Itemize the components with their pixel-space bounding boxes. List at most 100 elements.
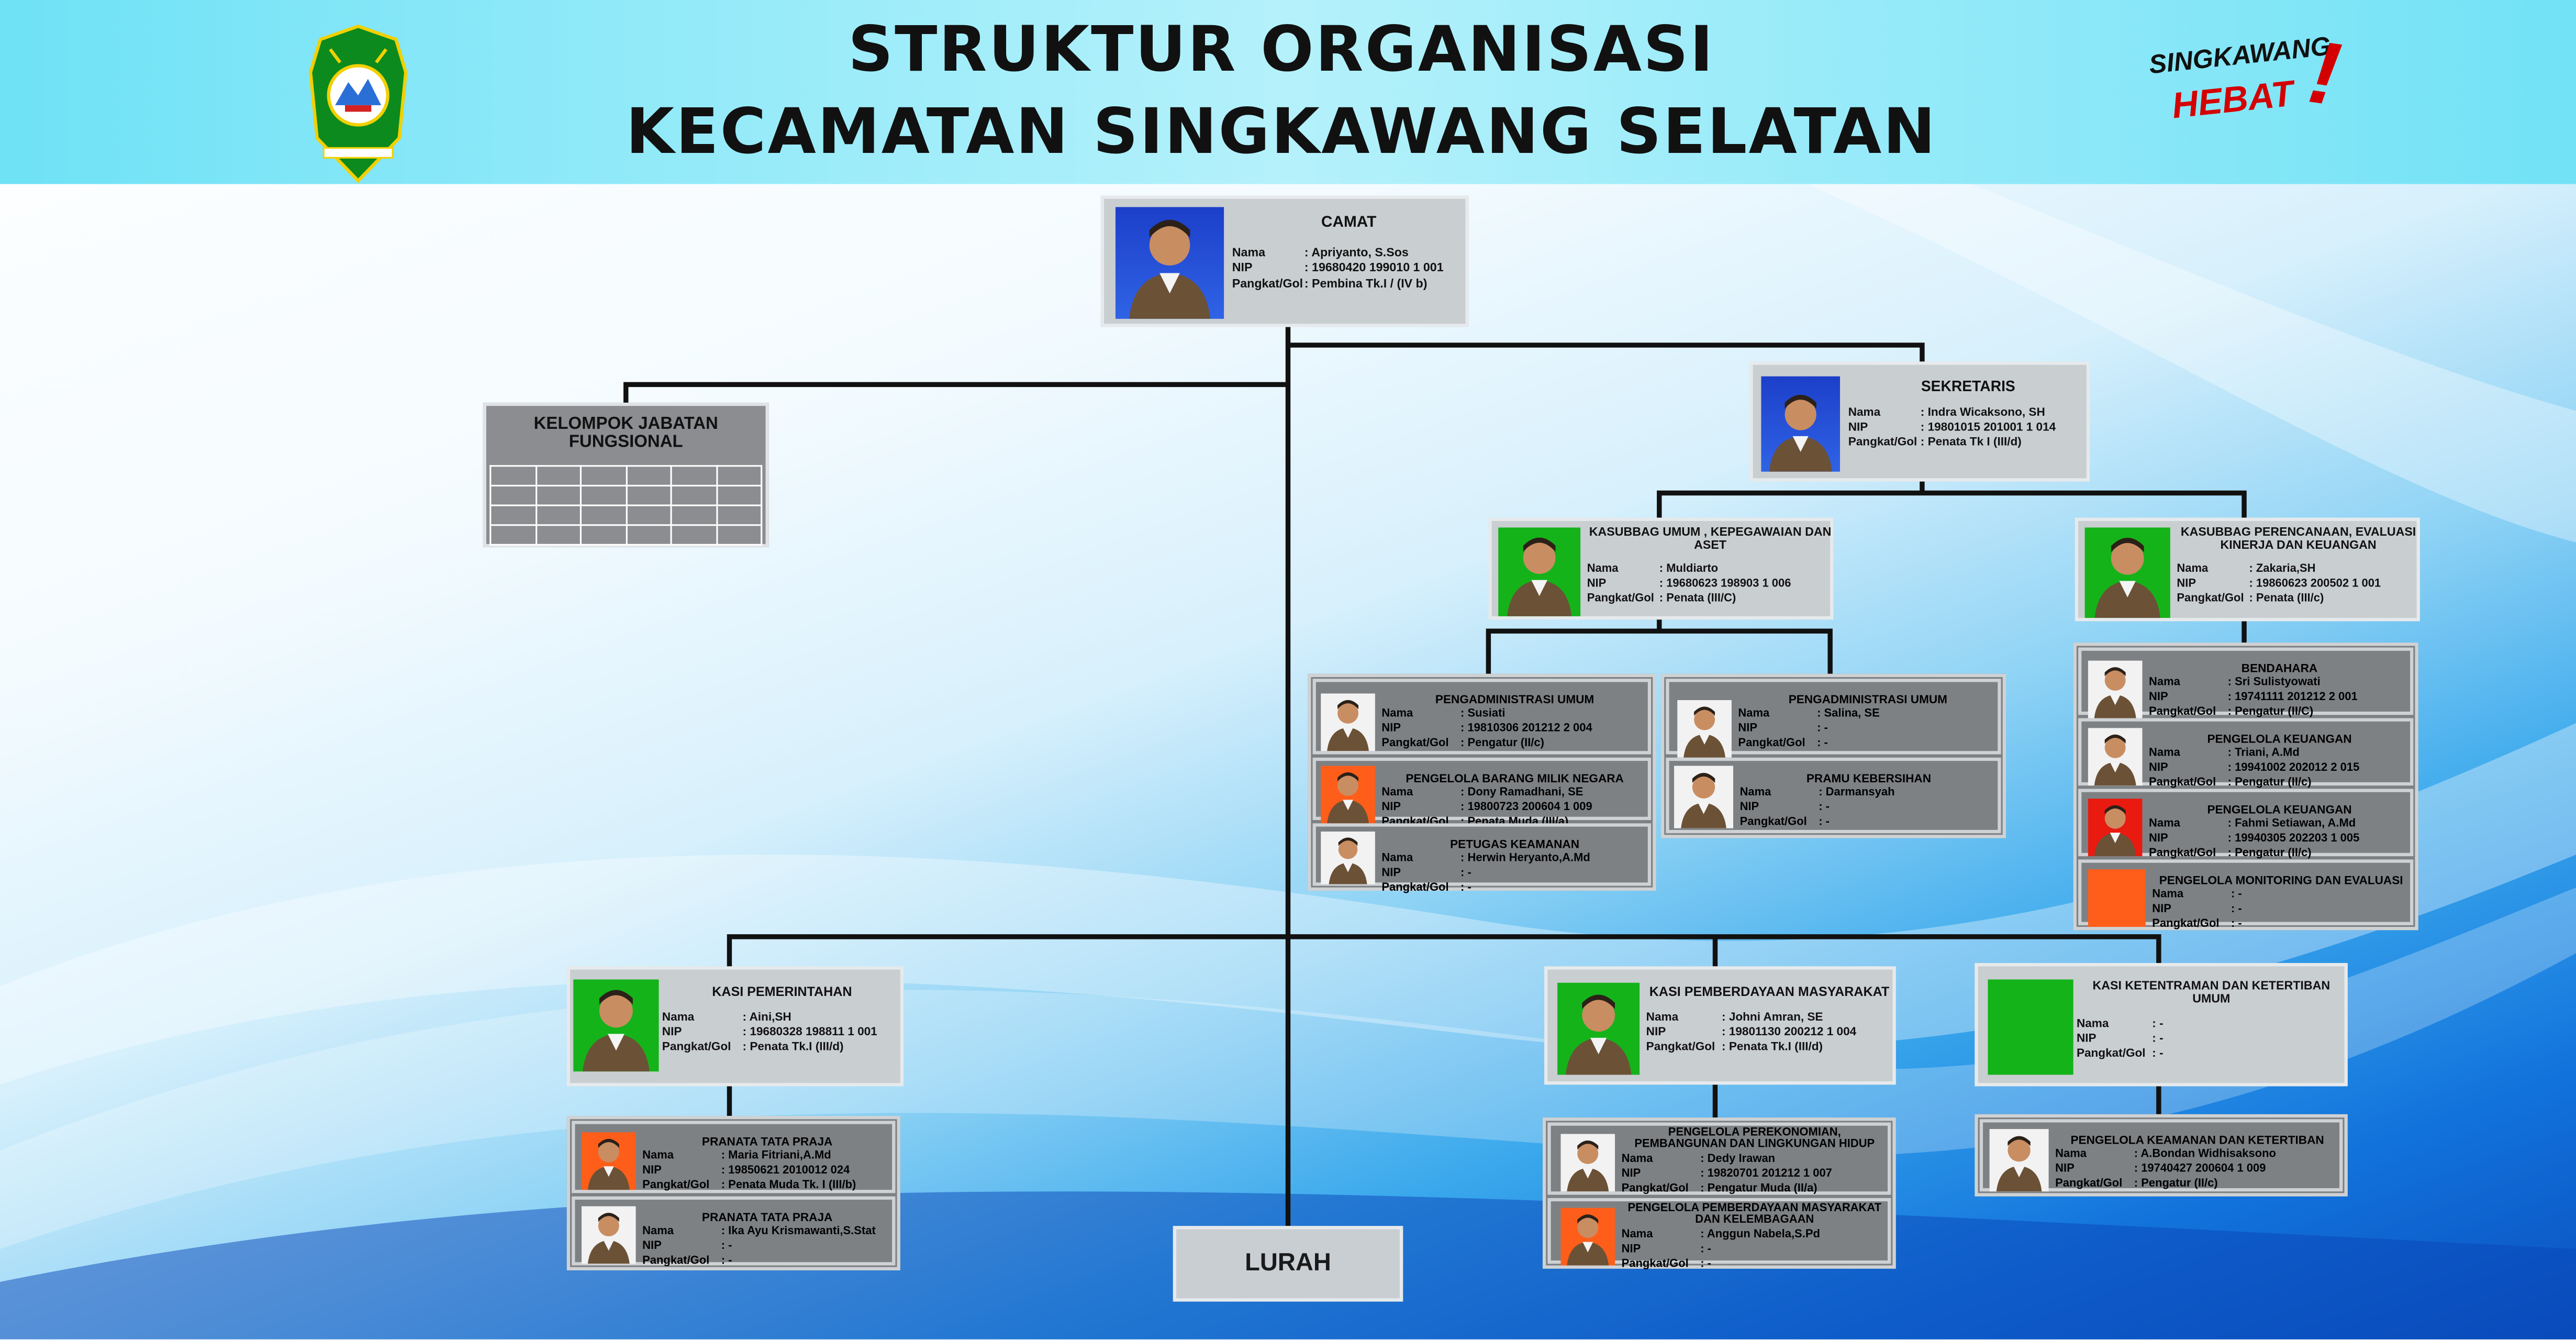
detail-value: : Penata Muda Tk. I (III/b) bbox=[721, 1179, 856, 1191]
person-photo bbox=[581, 1132, 636, 1190]
detail-row-nip: NIP: 19680420 199010 1 001 bbox=[1232, 260, 1444, 275]
detail-row-pangkat: Pangkat/Gol: Pengatur (II/c) bbox=[2149, 847, 2359, 861]
position-title: BENDAHARA bbox=[2241, 660, 2318, 675]
detail-row-nama: Nama: Dedy Irawan bbox=[1622, 1154, 1832, 1168]
lurah-box: LURAH bbox=[1173, 1226, 1403, 1302]
detail-label: NIP bbox=[2149, 762, 2168, 774]
detail-row-nip: NIP: - bbox=[1381, 867, 1590, 881]
detail-value: : Pengatur (II/c) bbox=[2134, 1177, 2218, 1189]
detail-row-nama: Nama: Aini,SH bbox=[662, 1009, 877, 1024]
detail-row-nip: NIP: - bbox=[642, 1241, 876, 1255]
detail-value: : Penata Tk.I (III/d) bbox=[1722, 1038, 1823, 1054]
detail-label: Nama bbox=[1621, 1229, 1653, 1241]
detail-row-nip: NIP: - bbox=[1738, 723, 1879, 737]
detail-label: Nama bbox=[1587, 563, 1619, 575]
detail-row-nama: Nama: Herwin Heryanto,A.Md bbox=[1381, 853, 1590, 867]
person-photo bbox=[1321, 766, 1375, 824]
kasubbag-perencanaan-box: KASUBBAG PERENCANAAN, EVALUASI KINERJA D… bbox=[2075, 517, 2420, 622]
position-title: KASI PEMERINTAHAN bbox=[712, 984, 852, 1000]
detail-label: NIP bbox=[1381, 867, 1401, 879]
page-title-line1: STRUKTUR ORGANISASI bbox=[848, 13, 1715, 86]
detail-row-nama: Nama: Apriyanto, S.Sos bbox=[1232, 245, 1444, 260]
detail-row-nip: NIP: 19860623 200502 1 001 bbox=[2177, 578, 2381, 592]
detail-value: : Fahmi Setiawan, A.Md bbox=[2227, 818, 2356, 830]
detail-label: NIP bbox=[1738, 723, 1758, 735]
detail-label: Pangkat/Gol bbox=[2149, 705, 2216, 717]
detail-value: : - bbox=[1817, 737, 1828, 749]
person-photo-icon bbox=[1565, 994, 1632, 1075]
position-title: PENGELOLA MONITORING DAN EVALUASI bbox=[2159, 872, 2403, 888]
person-photo-icon bbox=[1683, 706, 1726, 758]
person-photo-icon bbox=[2094, 805, 2136, 857]
position-title: PRANATA TATA PRAJA bbox=[701, 1134, 833, 1149]
detail-row-nip: NIP: 19741111 201212 2 001 bbox=[2149, 691, 2358, 705]
detail-value: : Muldiarto bbox=[1659, 563, 1719, 575]
person-photo-icon bbox=[1507, 537, 1572, 616]
detail-label: Pangkat/Gol bbox=[642, 1255, 710, 1267]
person-photo-icon bbox=[1681, 773, 1726, 828]
detail-row-nip: NIP: 19801015 201001 1 014 bbox=[1848, 419, 2056, 434]
position-title: PENGELOLA KEAMANAN DAN KETERTIBAN bbox=[2070, 1132, 2324, 1147]
detail-label: Pangkat/Gol bbox=[1646, 1038, 1715, 1054]
detail-label: Pangkat/Gol bbox=[1587, 592, 1654, 604]
detail-label: Pangkat/Gol bbox=[1848, 434, 1917, 449]
detail-row-nip: NIP: - bbox=[2077, 1031, 2164, 1045]
detail-label: Pangkat/Gol bbox=[1621, 1182, 1689, 1194]
detail-row-pangkat: Pangkat/Gol: - bbox=[642, 1255, 876, 1269]
detail-row-nip: NIP: - bbox=[1622, 1244, 1820, 1258]
empty-photo-placeholder bbox=[1988, 979, 2073, 1075]
detail-row-pangkat: Pangkat/Gol: Penata (III/c) bbox=[2177, 592, 2381, 606]
detail-value: : - bbox=[2231, 903, 2242, 915]
position-title: SEKRETARIS bbox=[1921, 378, 2015, 395]
detail-value: : 19680328 198811 1 001 bbox=[742, 1024, 877, 1039]
staf-pemberdayaan-box: PENGELOLA PEREKONOMIAN, PEMBANGUNAN DAN … bbox=[1542, 1117, 1896, 1269]
person-photo bbox=[2088, 799, 2143, 857]
detail-label: Nama bbox=[2177, 563, 2209, 575]
person-photo-icon bbox=[1327, 700, 1369, 751]
detail-row-nama: Nama: Ika Ayu Krismawanti,S.Stat bbox=[642, 1226, 876, 1240]
person-photo bbox=[1321, 832, 1375, 884]
person-photo bbox=[2088, 728, 2143, 786]
detail-row-nama: Nama: Darmansyah bbox=[1740, 787, 1895, 801]
detail-label: Pangkat/Gol bbox=[1738, 737, 1805, 749]
detail-label: NIP bbox=[662, 1024, 682, 1039]
kasubbag-umum-box: KASUBBAG UMUM , KEPEGAWAIAN DAN ASET Nama… bbox=[1488, 517, 1834, 620]
page-title-line2: KECAMATAN SINGKAWANG SELATAN bbox=[626, 95, 1937, 168]
person-photo-icon bbox=[1996, 1136, 2042, 1192]
person-photo bbox=[1321, 693, 1375, 751]
detail-label: Pangkat/Gol bbox=[2152, 917, 2220, 929]
staf-ketentraman-box: PENGELOLA KEAMANAN DAN KETERTIBAN Nama: A… bbox=[1975, 1114, 2348, 1197]
detail-row-pangkat: Pangkat/Gol: Penata Muda Tk. I (III/b) bbox=[642, 1179, 856, 1193]
position-title: KASUBBAG UMUM , KEPEGAWAIAN DAN ASET bbox=[1589, 524, 1832, 552]
detail-value: : 19810306 201212 2 004 bbox=[1460, 723, 1592, 735]
detail-label: NIP bbox=[1848, 419, 1868, 434]
detail-row-nama: Nama: Salina, SE bbox=[1738, 708, 1879, 723]
detail-label: NIP bbox=[1739, 801, 1759, 813]
person-photo-icon bbox=[587, 1213, 630, 1264]
detail-label: Pangkat/Gol bbox=[2076, 1045, 2146, 1060]
person-photo-icon bbox=[1769, 394, 1832, 472]
detail-value: : Pengatur (II/c) bbox=[2227, 847, 2312, 859]
detail-value: : Penata Tk I (III/d) bbox=[1920, 434, 2022, 449]
detail-value: : Herwin Heryanto,A.Md bbox=[1460, 852, 1590, 865]
detail-row-nip: NIP: 19680623 198903 1 006 bbox=[1587, 578, 1791, 592]
header-band: STRUKTUR ORGANISASI KECAMATAN SINGKAWANG… bbox=[0, 0, 2576, 184]
person-photo bbox=[2084, 527, 2170, 618]
detail-label: NIP bbox=[2152, 903, 2171, 915]
detail-row-nama: Nama: Sri Sulistyowati bbox=[2149, 677, 2358, 691]
detail-label: Pangkat/Gol bbox=[662, 1038, 731, 1054]
